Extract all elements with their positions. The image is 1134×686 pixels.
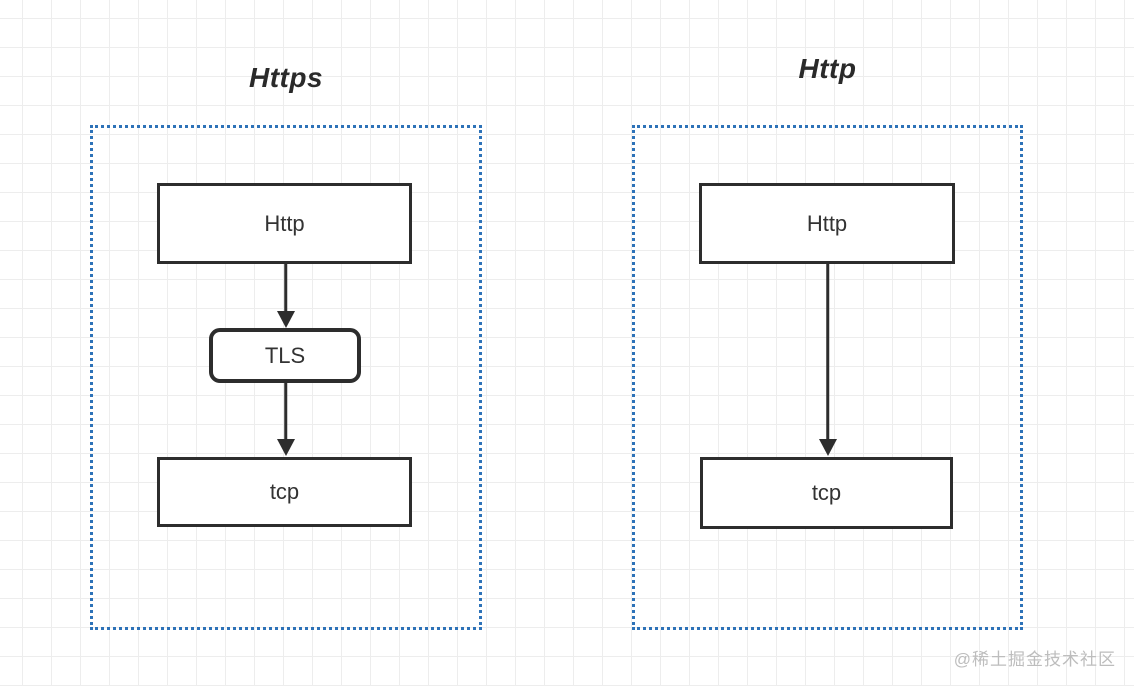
node-tcp-left-label: tcp [269,479,300,504]
http-stack-title: Http [798,53,857,84]
arrow-http-to-tls [276,264,295,328]
node-tls-label: TLS [264,342,306,368]
node-http-right: Http [699,183,955,264]
arrow-shaft [825,264,830,441]
node-tcp-right-label: tcp [811,480,842,505]
arrow-shaft [283,264,288,313]
node-tls: TLS [209,328,361,383]
arrow-http-to-tcp [818,264,837,456]
arrowhead-down-icon [276,439,295,456]
arrowhead-down-icon [276,311,295,328]
node-http-left: Http [157,183,412,264]
node-http-right-label: Http [806,210,848,236]
arrow-shaft [283,383,288,441]
https-group-container [90,125,482,630]
arrow-tls-to-tcp [276,383,295,456]
node-tcp-right: tcp [700,457,953,529]
node-http-left-label: Http [264,210,305,236]
http-group-container [632,125,1023,630]
juejin-watermark: @稀土掘金技术社区 [953,650,1116,669]
arrowhead-down-icon [818,439,837,456]
node-tcp-left: tcp [157,457,412,527]
https-stack-title: Https [248,62,324,93]
